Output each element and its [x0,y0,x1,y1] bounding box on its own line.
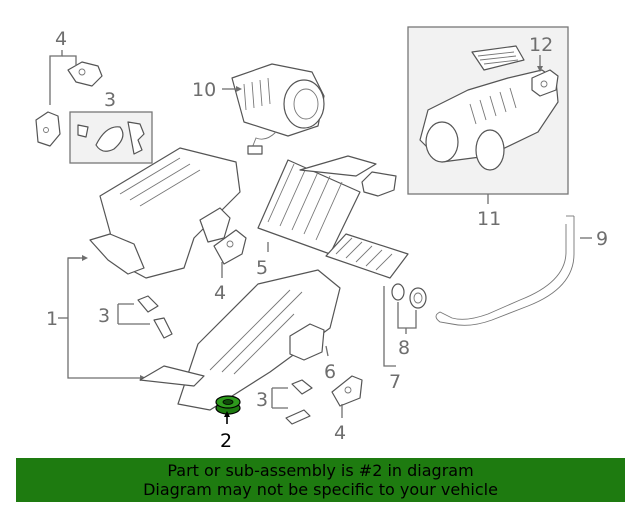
callout-3c: 3 [256,389,268,411]
part-11-housing[interactable] [419,45,559,171]
callout-8: 8 [398,337,410,359]
part-12-sensor[interactable] [531,69,559,97]
callout-2: 2 [220,430,232,452]
callout-7-leader [383,286,396,367]
callout-7: 7 [389,371,401,393]
part-10-blower-motor[interactable] [231,63,325,155]
callout-6-leader [325,345,329,357]
callout-12: 12 [529,34,553,56]
callout-4-top-left-leader [49,50,77,105]
callout-11: 11 [477,208,501,230]
callout-5: 5 [256,257,268,279]
callout-3b: 3 [98,305,110,327]
banner-line-2: Diagram may not be specific to your vehi… [143,480,498,499]
part-4-bottom[interactable] [331,375,363,407]
banner-line-1: Part or sub-assembly is #2 in diagram [167,461,474,480]
parts-diagram: 4 3 10 12 11 [35,26,608,452]
callout-10: 10 [192,79,216,101]
callout-4c: 4 [334,422,346,444]
callout-8-leader [397,302,417,334]
callout-9: 9 [596,228,608,250]
callout-3a: 3 [104,89,116,111]
part-6-actuator[interactable] [289,323,325,361]
part-3-seals[interactable] [77,121,145,155]
callout-4b: 4 [214,282,226,304]
callout-6: 6 [324,361,336,383]
callout-3c-leader [271,387,288,409]
part-5-heater-core[interactable] [257,155,397,255]
part-3-middle-seals[interactable] [137,295,173,339]
notice-banner: Part or sub-assembly is #2 in diagram Di… [16,458,625,502]
part-2-grommet[interactable] [215,395,241,415]
part-4-middle[interactable] [213,229,247,265]
callout-1: 1 [46,308,58,330]
part-3-bottom-seals[interactable] [285,379,313,425]
callout-3b-leader [117,303,150,325]
callout-4a: 4 [55,28,67,50]
part-9-ac-tubes[interactable] [435,215,575,326]
part-4-top-left[interactable] [35,61,103,147]
part-7-evaporator[interactable] [325,233,409,279]
part-1-hvac-case[interactable] [89,147,241,279]
part-8-o-rings[interactable] [391,283,427,309]
